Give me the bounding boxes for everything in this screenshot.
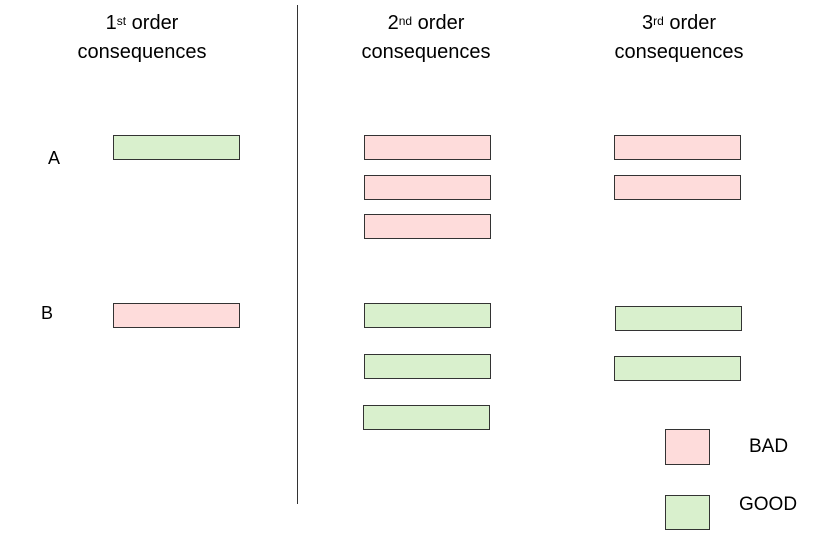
row-a-1st-order-box [113,135,240,160]
legend-swatch-bad [665,429,710,465]
row-b-1st-order-box [113,303,240,328]
row-b-3rd-order-box [615,306,742,331]
legend-swatch-good [665,495,710,530]
legend-label-good: GOOD [739,494,798,515]
row-label-a: A [48,148,61,168]
row-a-2nd-order-box [364,135,491,160]
row-label-b: B [41,303,54,323]
row-b-2nd-order-box [364,303,491,328]
row-b-2nd-order-box [363,405,490,430]
row-b-2nd-order-box [364,354,491,379]
row-a-2nd-order-box [364,214,491,239]
row-a-3rd-order-box [614,175,741,200]
row-b-3rd-order-box [614,356,741,381]
legend-label-bad: BAD [749,436,789,457]
column-divider [297,5,298,504]
row-a-2nd-order-box [364,175,491,200]
column-header-1st-order: 1st order consequences [77,12,207,63]
row-a-3rd-order-box [614,135,741,160]
column-header-3rd-order: 3rd order consequences [614,12,744,63]
column-header-2nd-order: 2nd order consequences [361,12,491,63]
